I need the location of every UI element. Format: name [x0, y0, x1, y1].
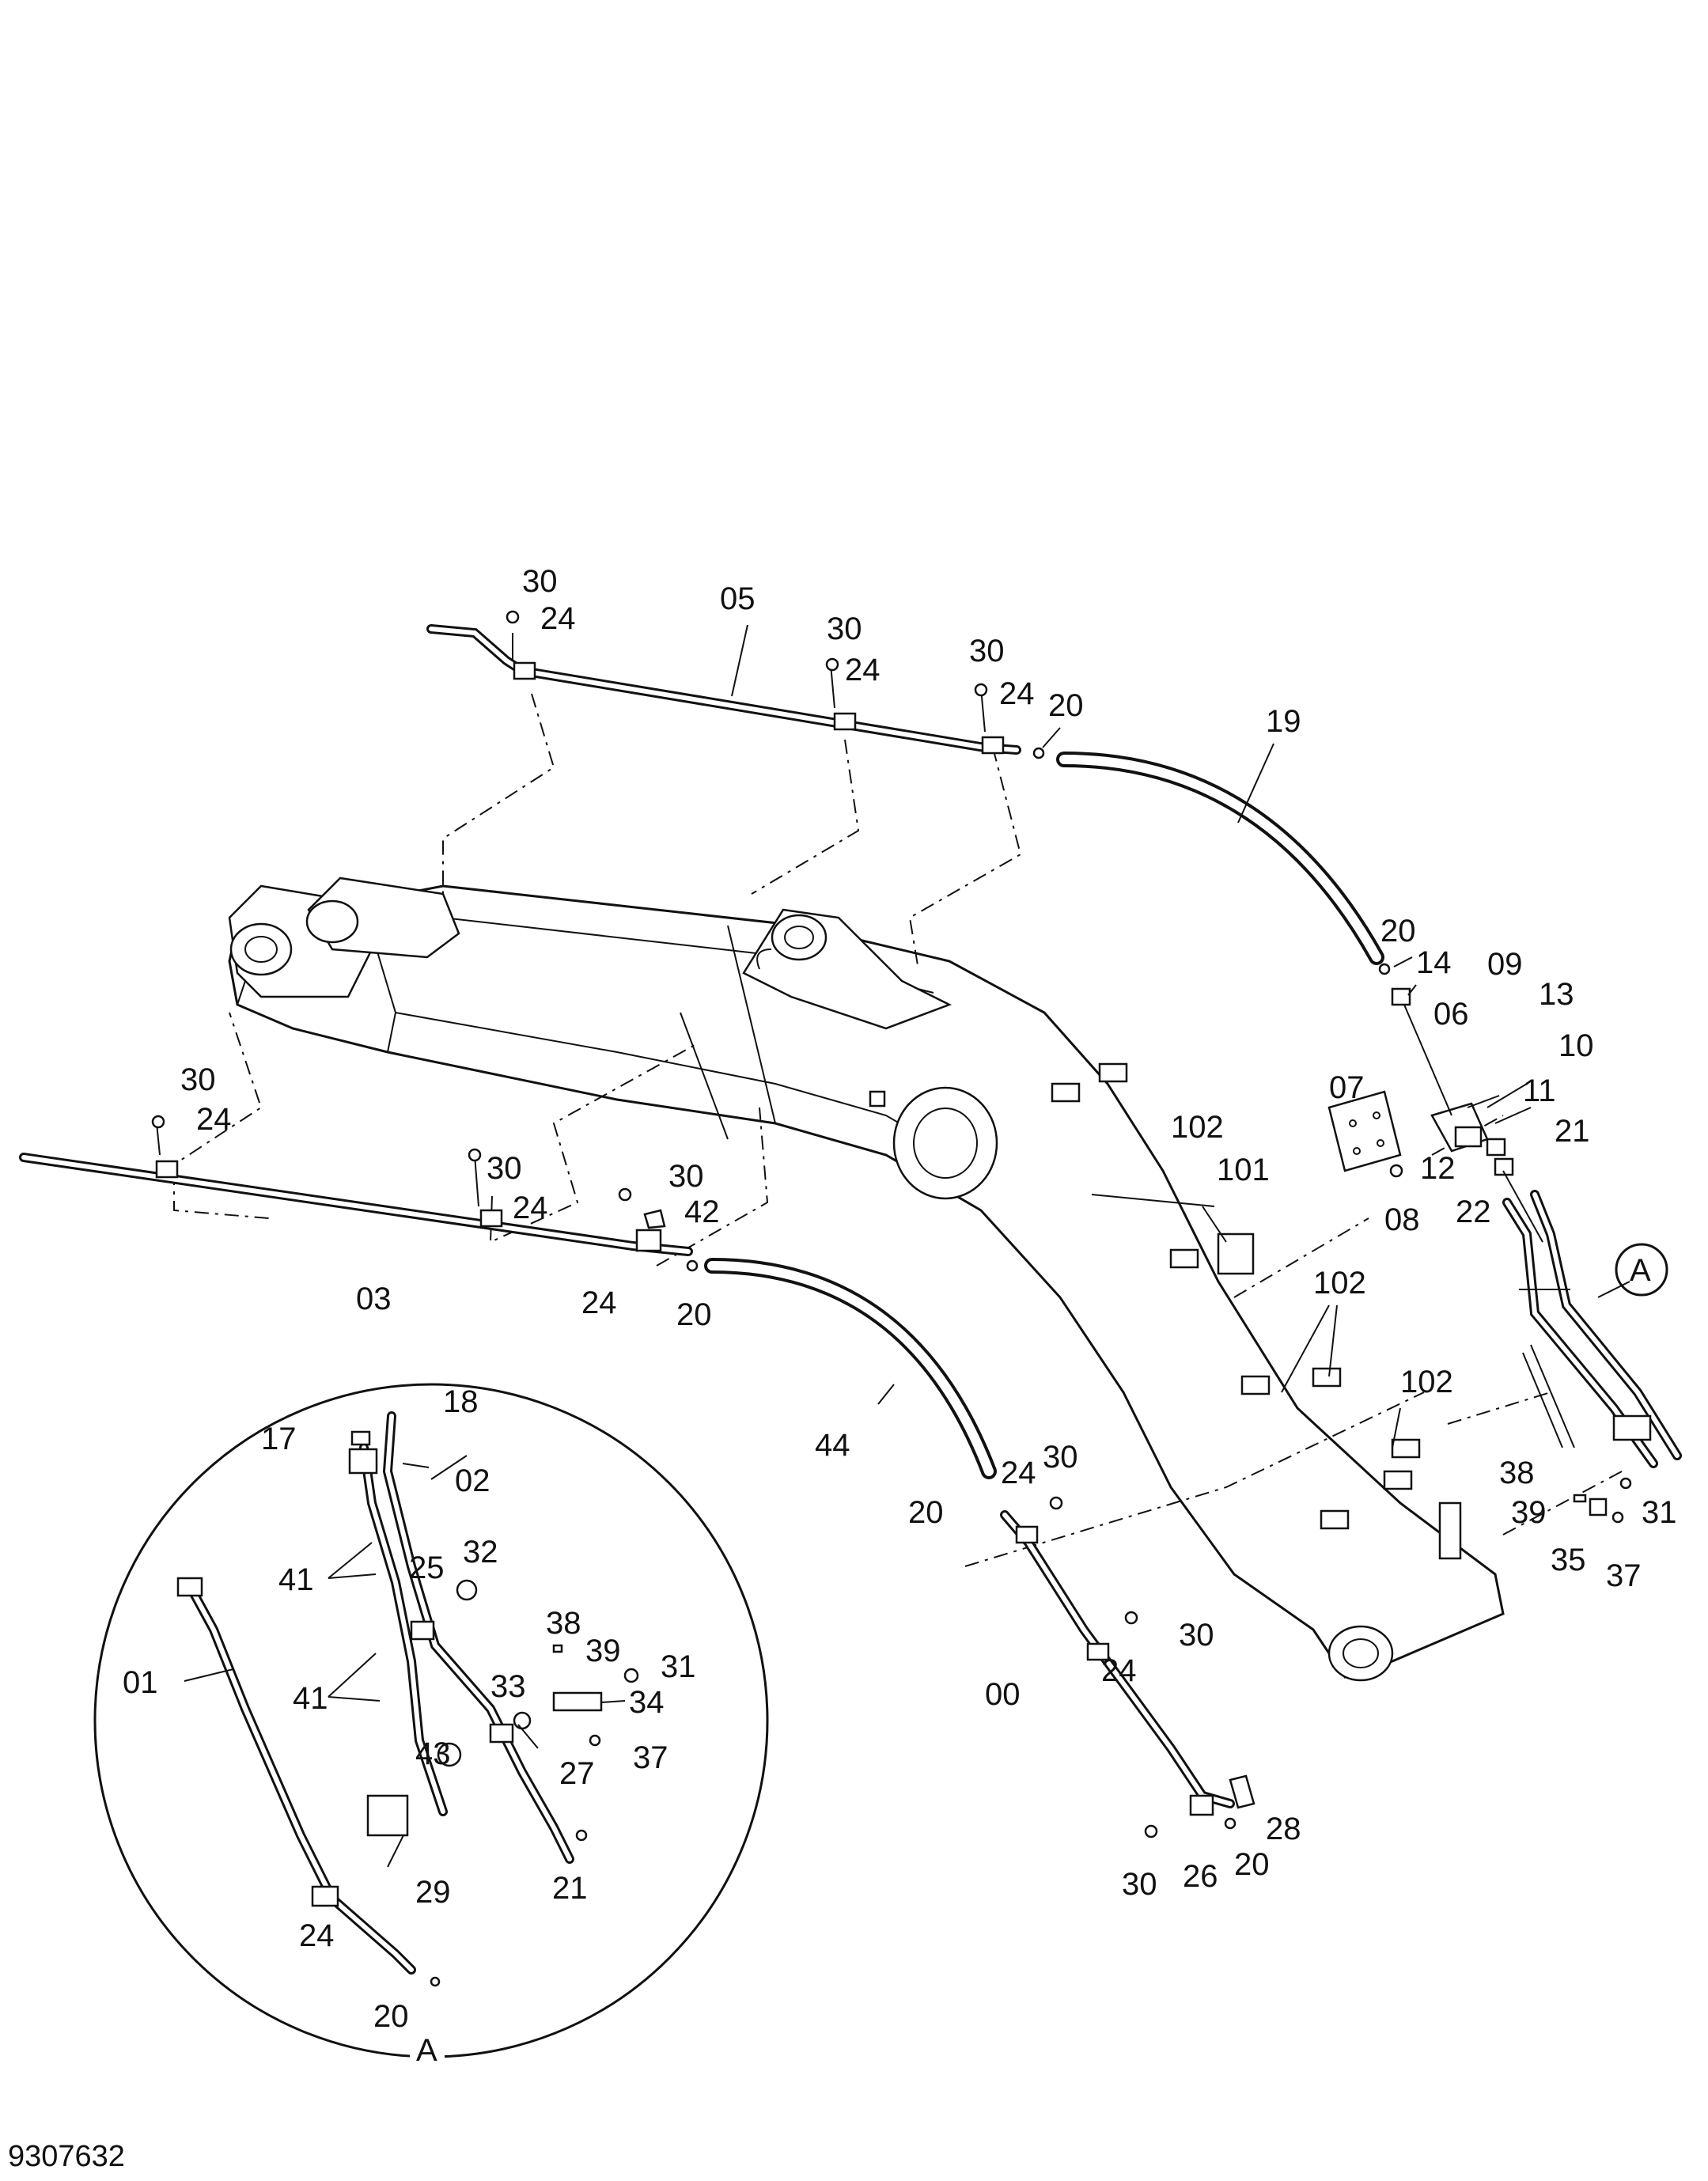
detail-callout-18: 18 [443, 1384, 479, 1419]
detail-callout-37: 37 [633, 1740, 668, 1775]
callout-24: 24 [513, 1191, 548, 1225]
detail-callout-25: 25 [409, 1551, 445, 1585]
detail-callout-41: 41 [293, 1681, 328, 1716]
detail-callout-32: 32 [463, 1535, 498, 1569]
callout-12: 12 [1420, 1151, 1456, 1186]
callout-30: 30 [522, 564, 558, 599]
boom-body [228, 877, 1505, 1682]
callout-22: 22 [1456, 1195, 1491, 1229]
detail-callout-27: 27 [559, 1756, 595, 1791]
detail-callout-39: 39 [585, 1634, 621, 1668]
callout-06: 06 [1433, 997, 1469, 1032]
callout-21: 21 [1555, 1114, 1590, 1149]
detail-a-caption: A [416, 2033, 437, 2068]
detail-callout-38: 38 [546, 1606, 581, 1641]
callout-08: 08 [1384, 1202, 1420, 1237]
callout-24: 24 [196, 1102, 232, 1137]
callout-20: 20 [908, 1495, 944, 1530]
hose-19 [1056, 752, 1384, 965]
callout-101: 101 [1217, 1153, 1270, 1187]
callout-14: 14 [1416, 945, 1452, 980]
callout-30: 30 [969, 634, 1005, 668]
callout-102: 102 [1313, 1266, 1366, 1301]
drawing-number: 9307632 [8, 2140, 125, 2173]
detail-callout-24: 24 [299, 1918, 335, 1953]
callout-26: 26 [1183, 1859, 1218, 1894]
valve-group [1327, 987, 1682, 1524]
detail-callout-20: 20 [373, 1999, 409, 2034]
callout-03: 03 [356, 1282, 392, 1316]
detail-callout-41: 41 [278, 1562, 314, 1597]
hose-44 [704, 1258, 997, 1479]
callout-37: 37 [1606, 1558, 1642, 1593]
callout-30: 30 [668, 1159, 704, 1194]
assembly-lines [164, 693, 1623, 1567]
detail-callout-02: 02 [455, 1463, 490, 1498]
pipe-05 [426, 624, 1021, 755]
callout-30: 30 [1043, 1440, 1078, 1475]
detail-a-reference: A A [410, 1243, 1668, 2068]
callout-00: 00 [985, 1677, 1021, 1712]
detail-callout-31: 31 [661, 1649, 696, 1684]
callout-38: 38 [1499, 1456, 1535, 1490]
callout-09: 09 [1487, 947, 1523, 982]
callout-24: 24 [999, 676, 1035, 711]
callout-19: 19 [1266, 704, 1301, 739]
callout-30: 30 [180, 1062, 216, 1097]
detail-callouts: 18 17 02 41 25 32 41 38 39 31 33 34 01 4… [123, 1384, 696, 2034]
callout-20: 20 [676, 1297, 712, 1332]
callout-11: 11 [1523, 1073, 1556, 1108]
callout-24: 24 [845, 653, 881, 687]
callout-05: 05 [720, 581, 756, 616]
callout-30: 30 [1179, 1618, 1214, 1653]
callout-07: 07 [1329, 1070, 1365, 1105]
callout-24: 24 [581, 1286, 617, 1320]
callout-20: 20 [1380, 914, 1416, 949]
detail-callout-34: 34 [629, 1685, 665, 1720]
detail-callout-17: 17 [261, 1422, 297, 1456]
callout-24: 24 [1001, 1456, 1036, 1490]
callout-102: 102 [1171, 1110, 1224, 1145]
callout-30: 30 [827, 612, 862, 646]
callout-20: 20 [1234, 1847, 1270, 1882]
callout-39: 39 [1511, 1495, 1547, 1530]
detail-callout-29: 29 [415, 1875, 451, 1910]
callout-28: 28 [1266, 1812, 1301, 1846]
callout-35: 35 [1551, 1543, 1586, 1577]
detail-callout-21: 21 [552, 1871, 588, 1906]
callout-102: 102 [1400, 1365, 1453, 1399]
detail-a [93, 1383, 769, 2058]
pipe-03 [19, 1123, 693, 1256]
pipe-00 [1000, 1510, 1255, 1816]
callout-20: 20 [1048, 688, 1084, 723]
callout-44: 44 [815, 1428, 850, 1463]
callout-24: 24 [1101, 1653, 1137, 1688]
callout-24: 24 [540, 601, 576, 636]
detail-callout-43: 43 [415, 1736, 451, 1771]
detail-callout-33: 33 [490, 1669, 526, 1704]
callout-31: 31 [1642, 1495, 1677, 1530]
leader-lines [184, 624, 1630, 1868]
callout-30: 30 [1122, 1867, 1157, 1902]
main-callouts: 30 24 05 30 24 30 24 20 19 20 14 09 13 0… [180, 564, 1677, 1902]
detail-a-marker: A [1630, 1253, 1651, 1288]
detail-callout-01: 01 [123, 1665, 158, 1700]
callout-30: 30 [487, 1151, 522, 1186]
callout-10: 10 [1558, 1028, 1594, 1063]
callout-13: 13 [1539, 977, 1574, 1012]
callout-42: 42 [684, 1195, 720, 1229]
fasteners [151, 610, 1391, 1838]
